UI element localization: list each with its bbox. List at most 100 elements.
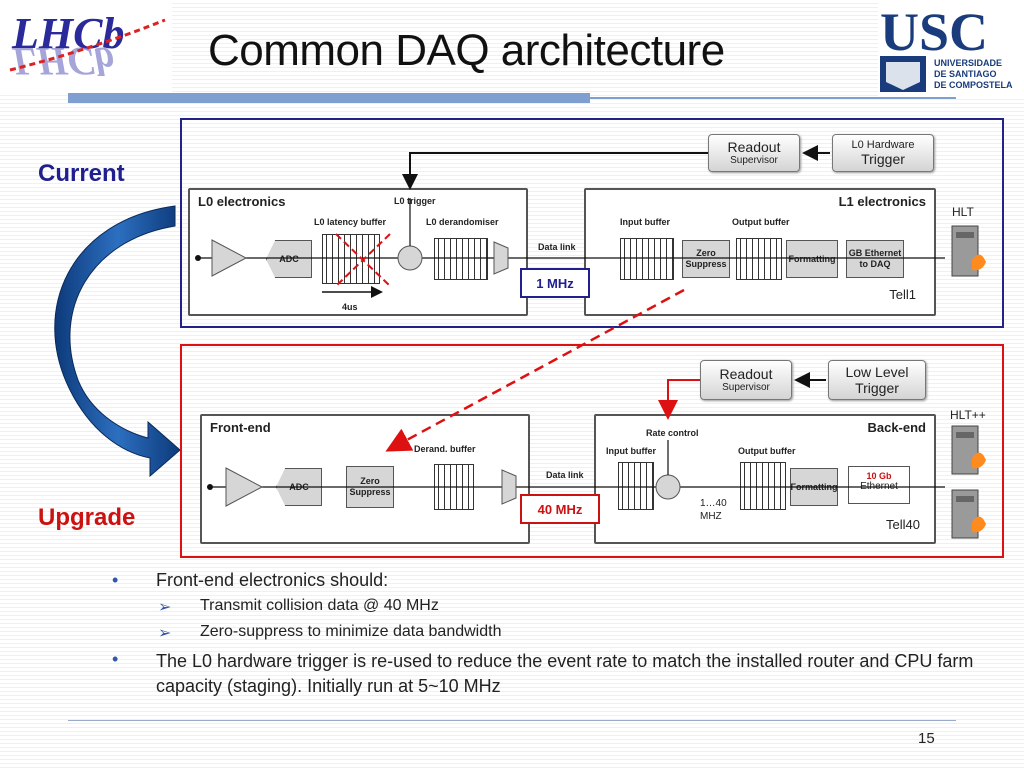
usc-logo-text: USC — [880, 2, 988, 62]
title-divider — [68, 97, 956, 99]
current-trigger-line1: L0 Hardware — [851, 139, 915, 151]
hlt-label: HLT — [952, 205, 974, 219]
bullet-1-text: Front-end electronics should: — [156, 570, 389, 590]
current-readout-supervisor: Readout Supervisor — [708, 134, 800, 172]
upgrade-output-buffer — [740, 462, 786, 510]
current-gbe-l2: to DAQ — [859, 259, 891, 269]
hlt-server-icon — [951, 225, 986, 277]
bullet-2: • The L0 hardware trigger is re-used to … — [112, 649, 992, 699]
current-trigger-switch-icon — [397, 245, 423, 271]
bullet-2-marker: • — [112, 649, 119, 669]
hlt-plus-server-icon-2 — [951, 489, 986, 539]
upgrade-mux-icon — [501, 469, 517, 505]
bullet-1-marker: • — [112, 570, 119, 590]
upgrade-label: Upgrade — [38, 504, 136, 531]
back-end-title: Back-end — [867, 420, 926, 435]
bullet-2-text: The L0 hardware trigger is re-used to re… — [156, 651, 974, 696]
l0-latency-buffer — [322, 234, 380, 284]
usc-logo: USC UNIVERSIDADE DE SANTIAGO DE COMPOSTE… — [878, 0, 1024, 96]
usc-logo-graphic: USC UNIVERSIDADE DE SANTIAGO DE COMPOSTE… — [880, 2, 1013, 92]
upgrade-input-buffer — [618, 462, 654, 510]
current-readout-line1: Readout — [727, 139, 781, 155]
current-gbe-box: GB Ethernet to DAQ — [846, 240, 904, 278]
current-trigger-line2: Trigger — [861, 151, 905, 167]
upgrade-zero-l2: Suppress — [349, 487, 391, 497]
hlt-plus-label: HLT++ — [950, 408, 986, 422]
l1-electronics-panel: L1 electronics Input buffer Output buffe… — [584, 188, 936, 316]
l1-electronics-title: L1 electronics — [838, 194, 926, 209]
footer-divider — [68, 720, 956, 721]
latency-time-label: 4us — [342, 302, 358, 312]
upgrade-rate-range-2: MHZ — [700, 511, 722, 522]
l0-electronics-panel: L0 electronics L0 trigger L0 latency buf… — [188, 188, 528, 316]
lhcb-logo-text: LHCb — [11, 9, 124, 58]
upgrade-input-label: Input buffer — [606, 446, 656, 456]
current-readout-wire — [402, 152, 708, 190]
upgrade-rate-control-icon — [655, 474, 681, 500]
sub-bullet-1: ➢ Transmit collision data @ 40 MHz — [112, 597, 992, 617]
current-input-buffer — [620, 238, 674, 280]
lhcb-logo-reflection: LHCb — [11, 39, 114, 84]
sub-bullet-2-text: Zero-suppress to minimize data bandwidth — [200, 623, 502, 640]
upgrade-zero-l1: Zero — [360, 476, 380, 486]
current-l0-trigger-box: L0 Hardware Trigger — [832, 134, 934, 172]
lhcb-logo-graphic: LHCb LHCb — [9, 9, 166, 84]
tell40-label: Tell40 — [886, 517, 920, 532]
usc-sub-1: UNIVERSIDADE — [934, 58, 1002, 68]
upgrade-output-label: Output buffer — [738, 446, 796, 456]
current-input-label: Input buffer — [620, 217, 670, 227]
l0-derand-label: L0 derandomiser — [426, 217, 499, 227]
current-mux-icon — [493, 241, 509, 275]
sub-bullet-1-marker: ➢ — [158, 599, 172, 616]
l0-latency-label: L0 latency buffer — [314, 217, 387, 227]
upgrade-readout-line1: Readout — [719, 366, 773, 382]
upgrade-rate-badge: 40 MHz — [520, 494, 600, 524]
back-end-panel: Back-end Rate control Input buffer Outpu… — [594, 414, 936, 544]
upgrade-trigger-line1: Low Level — [845, 364, 909, 380]
upgrade-readout-line2: Supervisor — [722, 382, 770, 393]
upgrade-data-link-label: Data link — [546, 470, 584, 480]
migration-arrow — [385, 288, 685, 452]
current-zero-l2: Suppress — [685, 259, 727, 269]
usc-sub-3: DE COMPOSTELA — [934, 80, 1013, 90]
usc-crest-shield-icon — [886, 62, 920, 90]
current-label: Current — [38, 160, 125, 187]
lhcb-logo: LHCb LHCb — [0, 0, 172, 94]
rate-control-label: Rate control — [646, 428, 699, 438]
transition-arrow-icon — [54, 205, 181, 478]
page-title: Common DAQ architecture — [208, 26, 725, 75]
tell1-label: Tell1 — [889, 287, 916, 302]
page-number: 15 — [918, 730, 935, 747]
upgrade-readout-wire — [658, 379, 700, 420]
bullet-1: • Front-end electronics should: — [112, 570, 992, 591]
current-zero-l1: Zero — [696, 248, 716, 258]
l0-electronics-title: L0 electronics — [198, 194, 286, 209]
upgrade-readout-supervisor: Readout Supervisor — [700, 360, 792, 400]
current-architecture-frame — [180, 118, 1004, 328]
l0-derandomiser — [434, 238, 488, 280]
lhcb-logo-swoosh — [9, 18, 166, 72]
current-amplifier-icon — [211, 239, 248, 277]
current-zero-suppress: Zero Suppress — [682, 240, 730, 278]
sub-bullet-2: ➢ Zero-suppress to minimize data bandwid… — [112, 623, 992, 643]
current-gbe-l1: GB Ethernet — [848, 248, 902, 258]
hlt-plus-server-icon-1 — [951, 425, 986, 475]
current-readout-line2: Supervisor — [730, 155, 778, 166]
sub-bullet-2-marker: ➢ — [158, 625, 172, 642]
upgrade-low-level-trigger: Low Level Trigger — [828, 360, 926, 400]
current-data-link-label: Data link — [538, 242, 576, 252]
bullet-list: • Front-end electronics should: ➢ Transm… — [112, 570, 992, 699]
current-output-label: Output buffer — [732, 217, 790, 227]
upgrade-amplifier-icon — [225, 467, 264, 507]
sub-bullet-1-text: Transmit collision data @ 40 MHz — [200, 597, 439, 614]
upgrade-architecture-frame — [180, 344, 1004, 558]
upgrade-eth-line1: 10 Gb — [866, 471, 892, 481]
current-cross-line-2 — [335, 233, 391, 287]
upgrade-trigger-line2: Trigger — [855, 380, 899, 396]
current-rate-badge: 1 MHz — [520, 268, 590, 298]
front-end-title: Front-end — [210, 420, 271, 435]
current-output-buffer — [736, 238, 782, 280]
l0-trigger-label: L0 trigger — [394, 196, 436, 206]
upgrade-derand-label: Derand. buffer — [414, 444, 476, 454]
